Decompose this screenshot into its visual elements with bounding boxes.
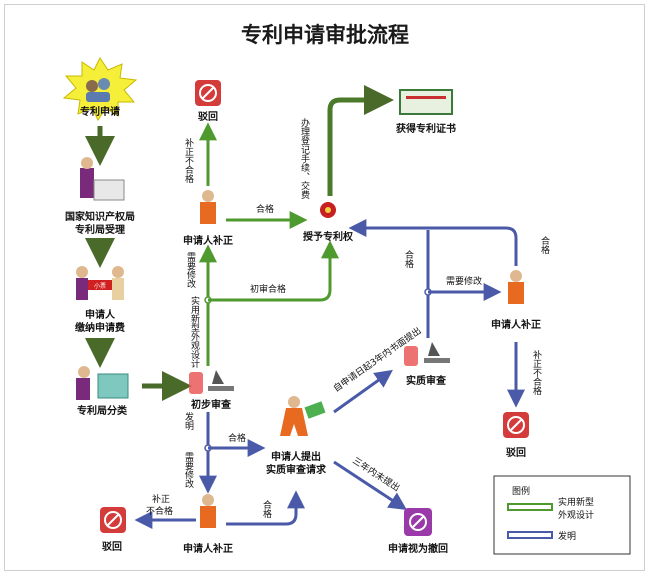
need-edit-bottom-label: 需要修改: [183, 452, 194, 489]
person-icon: [280, 408, 308, 436]
pass-top-label: 合格: [256, 203, 274, 215]
classify-label: 专利局分类: [77, 404, 127, 417]
request-label-1: 申请人提出: [271, 450, 321, 463]
applicant-correct-bottom-node: 申请人补正: [183, 494, 233, 555]
person-icon: [76, 278, 88, 300]
reject-bottom-edge-label-2: 不合格: [146, 505, 173, 517]
pay-fee-node: 小票 申请人 缴纳申请费: [75, 266, 125, 334]
applicant-correct-top-node: 申请人补正: [183, 190, 233, 247]
request-substantive-node: 申请人提出 实质审查请求: [266, 396, 327, 476]
applicant-correct-right-node: 申请人补正: [491, 270, 541, 331]
correct-bottom-label: 申请人补正: [183, 542, 233, 555]
preliminary-exam-node: 初步审查: [189, 370, 234, 411]
box-icon: [97, 373, 129, 399]
person-icon: [200, 506, 216, 528]
pass-right-label: 合格: [403, 249, 414, 269]
accept-label-1: 国家知识产权局: [65, 210, 135, 223]
accept-label-2: 专利局受理: [75, 223, 125, 236]
prelim-label: 初步审查: [191, 398, 232, 411]
reject-bottom-node: 驳回: [100, 507, 126, 553]
reject-bottom-edge-label-1: 补正: [152, 493, 170, 505]
legend-blue-swatch: [507, 531, 553, 539]
clerk-icon: [80, 168, 94, 198]
reject-top-edge-label: 补正不合格: [183, 137, 194, 184]
legend-green-swatch: [507, 503, 553, 511]
legend: 图例 实用新型 外观设计 发明: [493, 475, 631, 555]
certificate-label: 获得专利证书: [395, 122, 456, 135]
reject-top-node: 驳回: [195, 80, 221, 123]
microscope-icon: [212, 370, 224, 384]
legend-blue-label: 发明: [558, 530, 576, 542]
pay-label-1: 申请人: [85, 308, 116, 321]
reject-right-label: 驳回: [506, 446, 526, 459]
pass-mid-label: 合格: [228, 432, 246, 444]
classify-node: 专利局分类: [76, 366, 129, 417]
apply-label: 专利申请: [80, 105, 120, 118]
grant-label: 授予专利权: [303, 230, 354, 243]
grant-node: 授予专利权: [303, 202, 354, 243]
receipt-label: 小票: [94, 282, 106, 290]
person-icon: [112, 278, 124, 300]
certificate-node: 获得专利证书: [395, 89, 456, 135]
arrow-request-to-withdrawn: [333, 460, 408, 510]
correct-right-label: 申请人补正: [491, 318, 541, 331]
person-icon: [508, 282, 524, 304]
flask-icon: [404, 346, 418, 366]
reject-top-label: 驳回: [198, 110, 218, 123]
flask-icon: [189, 372, 203, 394]
substantive-exam-node: 实质审查: [404, 342, 450, 387]
arrow-prelim-pass-to-grant: [208, 240, 339, 302]
legend-green-label-2: 外观设计: [558, 509, 594, 521]
worker-icon: [76, 378, 90, 400]
arrow-to-grant: [348, 219, 518, 266]
legend-green-label-1: 实用新型: [558, 496, 594, 508]
arrow-request-to-substantive: [333, 369, 393, 414]
legend-title: 图例: [512, 485, 530, 497]
page-title: 专利申请审批流程: [241, 23, 409, 47]
withdrawn-node: 申请视为撤回: [388, 508, 448, 555]
pass-bottom-label: 合格: [261, 499, 272, 519]
substantive-label: 实质审查: [406, 374, 447, 387]
microscope-icon: [428, 342, 440, 356]
need-edit-right-label: 需要修改: [446, 275, 482, 287]
utility-design-label: 实用新型外观设计: [189, 295, 200, 369]
patent-office-accept-node: 国家知识产权局 专利局受理: [65, 157, 135, 236]
pass-far-right-label: 合格: [539, 235, 550, 255]
document-icon: [304, 401, 326, 419]
need-edit-left-label: 需要修改: [185, 252, 196, 289]
certificate-icon: [399, 89, 453, 115]
prelim-pass-label: 初审合格: [250, 283, 286, 295]
arrow-grant-to-certificate: [327, 85, 394, 196]
invention-label: 发明: [183, 411, 194, 431]
patent-application-node: 专利申请: [62, 57, 138, 121]
pay-label-2: 缴纳申请费: [75, 321, 125, 334]
correct-top-label: 申请人补正: [183, 234, 233, 247]
withdrawn-label: 申请视为撤回: [388, 542, 448, 555]
reject-right-edge-label: 补正不合格: [531, 349, 542, 396]
register-label: 办理登记手续、交费: [299, 117, 310, 200]
starburst-icon: [62, 57, 138, 121]
reject-right-node: 驳回: [503, 412, 529, 459]
request-label-2: 实质审查请求: [266, 463, 327, 476]
receipt-icon: [88, 280, 112, 290]
reject-bottom-label: 驳回: [102, 540, 122, 553]
arrow-correct-bottom-to-request: [226, 490, 305, 526]
person-icon: [200, 202, 216, 224]
diagram-frame: [4, 4, 645, 571]
